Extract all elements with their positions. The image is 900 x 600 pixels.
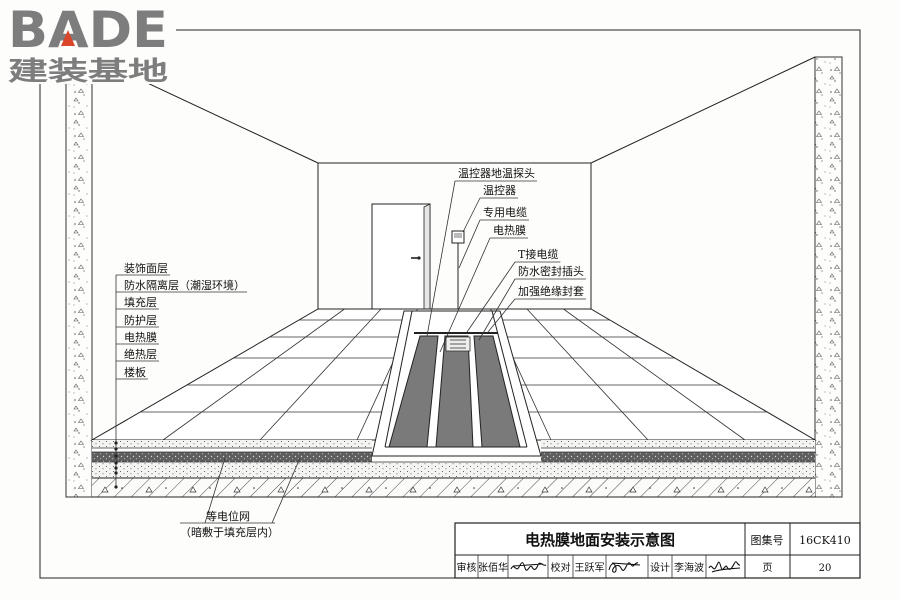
- leader-line: [478, 278, 516, 341]
- floor-tile-joint: [563, 308, 746, 441]
- leader-dot: [114, 441, 118, 445]
- checker-name: 王跃军: [575, 562, 605, 574]
- layer-label-insulation: 绝热层: [124, 347, 157, 361]
- component-callouts: 温控器地温探头 温控器 专用电缆 电热膜 T接电缆 防水密封插头 加强绝缘封套: [426, 166, 586, 353]
- insulation-layer: [92, 462, 815, 478]
- component-label-heating-film: 电热膜: [493, 224, 526, 237]
- reviewer-signature: [510, 562, 547, 571]
- drawing-title: 电热膜地面安装示意图: [525, 531, 675, 549]
- layer-label-finish: 装饰面层: [124, 261, 168, 275]
- leader-line: [462, 197, 481, 233]
- leader-dot: [114, 466, 118, 470]
- layer-label-slab: 楼板: [124, 365, 146, 379]
- designer-name: 李海波: [674, 561, 704, 574]
- thermostat-display: [454, 233, 462, 238]
- component-label-thermostat: 温控器: [483, 183, 516, 197]
- page-number: 20: [819, 563, 832, 574]
- door-frame: [371, 203, 431, 310]
- title-block-frame: [454, 522, 861, 579]
- fill-layer-left: [92, 452, 372, 462]
- layer-callouts: 装饰面层 防水隔离层（潮湿环境） 填充层 防护层 电热膜 绝热层 楼板: [114, 261, 247, 489]
- leader-line: [204, 457, 226, 524]
- layer-label-heating-film: 电热膜: [124, 331, 157, 344]
- floor-tile-joint: [259, 308, 382, 441]
- floor-slab-layers: [92, 440, 815, 498]
- check-label: 校对: [551, 561, 571, 574]
- drawing-frame: [39, 29, 861, 579]
- concrete-slab-aggregate: [92, 478, 815, 497]
- leader-line: [466, 261, 516, 333]
- fill-layer-right: [541, 452, 815, 462]
- finish-layer-left: [92, 440, 372, 448]
- component-label-insulation-sleeve: 加强绝缘封套: [518, 284, 584, 298]
- page-label: 页: [763, 562, 773, 574]
- leader-dot: [114, 454, 118, 458]
- equipotential-detail: （暗敷于填充层内）: [180, 525, 279, 539]
- component-label-floor-probe: 温控器地温探头: [458, 166, 535, 180]
- reviewer-name: 张佰华: [478, 561, 508, 574]
- membrane-layer-left: [92, 448, 372, 452]
- designer-signature: [708, 561, 741, 573]
- logo-tagline: 建装基地: [8, 57, 168, 87]
- door-knob: [417, 256, 421, 260]
- membrane-layer-right: [541, 448, 815, 452]
- title-block: 电热膜地面安装示意图 图集号 16CK410 审核 张佰华 校对 王跃军 设计 …: [454, 522, 861, 579]
- equipotential-label: 等电位网: [206, 509, 250, 523]
- logo-background: [4, 2, 176, 84]
- leader-line: [487, 298, 516, 333]
- finish-layer-right: [541, 440, 815, 448]
- atlas-number-label: 图集号: [751, 533, 784, 547]
- component-label-waterproof-plug: 防水密封插头: [518, 264, 584, 278]
- bade-logo: BADE 建装基地: [4, 1, 176, 87]
- floor-tile-joint: [162, 308, 345, 441]
- heating-film-strip: [473, 335, 521, 448]
- channel-inner-edge-left: [384, 310, 413, 448]
- right-wall: [814, 56, 843, 498]
- heating-film-strip: [388, 335, 439, 448]
- leader-dot: [114, 447, 118, 451]
- thermostat: [451, 230, 465, 244]
- leader-line: [426, 180, 456, 337]
- leader-line: [439, 237, 491, 353]
- review-label: 审核: [457, 561, 477, 574]
- checker-signature: [608, 562, 641, 573]
- left-wall: [65, 56, 93, 498]
- atlas-number: 16CK410: [799, 534, 851, 547]
- logo-brand: BADE: [8, 1, 168, 59]
- logo-accent-triangle: [61, 30, 75, 46]
- leader-dot: [114, 461, 118, 465]
- floor-tile-joint: [526, 308, 649, 441]
- heating-film-strip: [435, 335, 474, 448]
- component-label-t-cable: T接电缆: [518, 248, 558, 261]
- ceiling-line-right: [590, 56, 816, 164]
- equipotential-callout: 等电位网 （暗敷于填充层内）: [180, 457, 301, 539]
- door: [371, 203, 431, 310]
- leader-line: [271, 457, 301, 524]
- design-label: 设计: [650, 561, 670, 574]
- layer-label-waterproof: 防水隔离层（潮湿环境）: [124, 278, 245, 292]
- leader-dot: [114, 471, 118, 475]
- door-leaf-edge: [423, 203, 431, 310]
- layer-label-protection: 防护层: [124, 313, 157, 327]
- layer-label-fill: 填充层: [124, 295, 157, 309]
- component-label-dedicated-cable: 专用电缆: [483, 205, 527, 219]
- leader-line: [458, 219, 481, 269]
- heating-channel: [371, 310, 542, 457]
- leader-dot: [114, 485, 118, 489]
